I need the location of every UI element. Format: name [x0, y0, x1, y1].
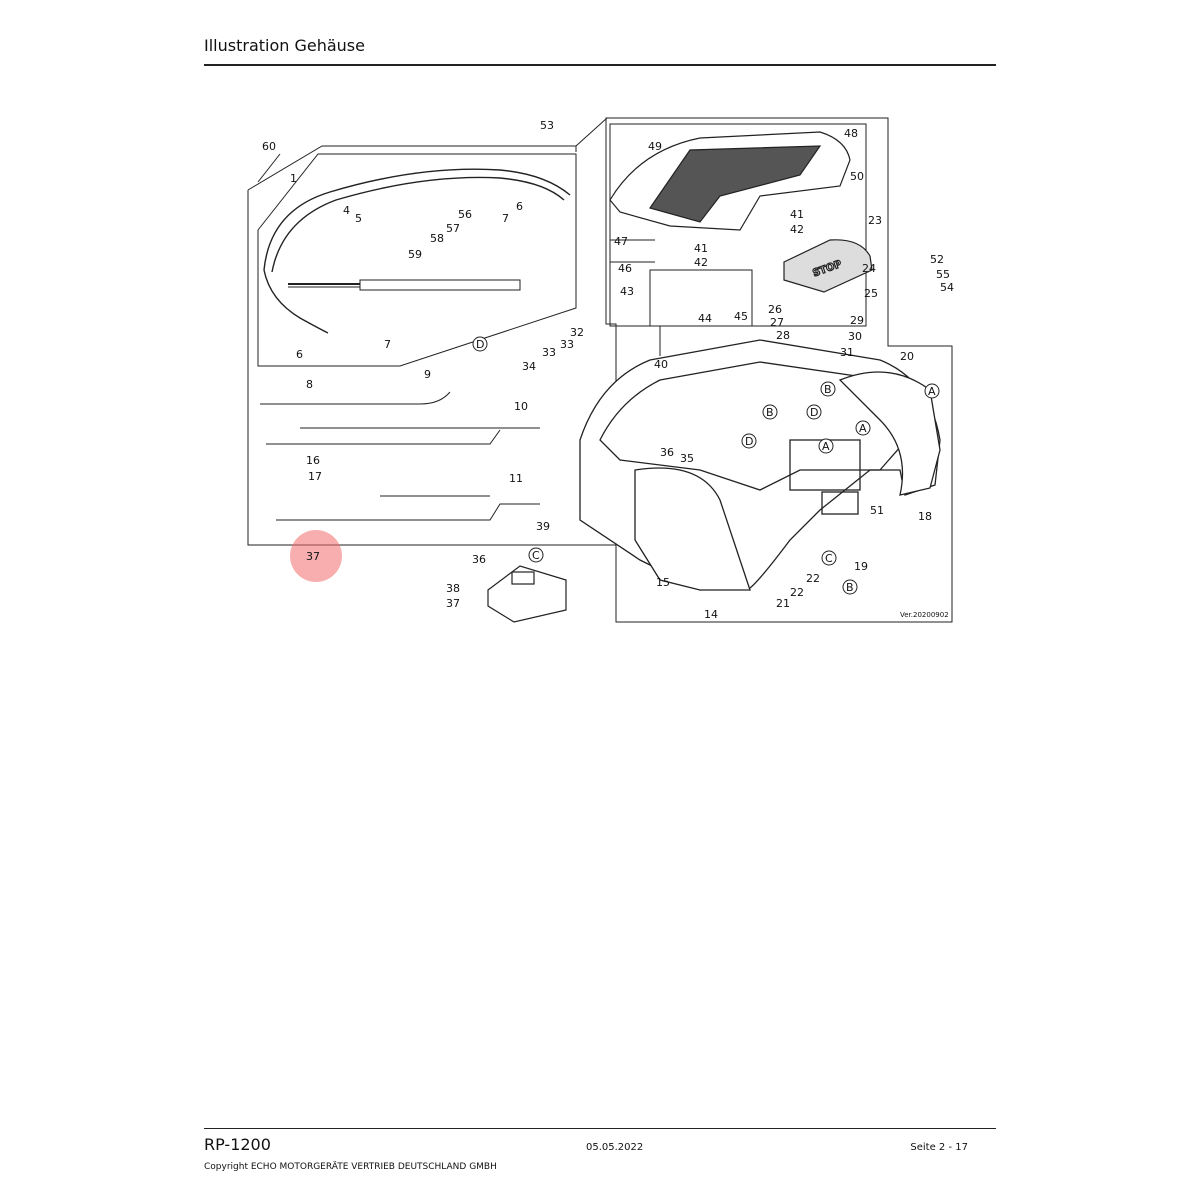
part-21: 23 — [868, 214, 882, 227]
part-57: 57 — [446, 222, 460, 235]
part-45: 45 — [734, 310, 748, 323]
callout-a-2: A — [859, 422, 867, 435]
callout-d-1: D — [476, 338, 484, 351]
callout-a-1: A — [822, 440, 830, 453]
part-23: 25 — [864, 287, 878, 300]
part-28: 30 — [848, 330, 862, 343]
part-labels: 60 1 4 5 6 7 56 57 58 59 6 7 8 9 10 11 1… — [262, 119, 954, 621]
part-12: 14 — [704, 608, 718, 621]
frame-group-60 — [247, 145, 577, 191]
page-title: Illustration Gehäuse — [204, 36, 365, 55]
page-header: Illustration Gehäuse — [204, 36, 996, 66]
part-6b: 6 — [296, 348, 303, 361]
callout-b-2: B — [824, 383, 832, 396]
part-56: 56 — [458, 208, 472, 221]
highlight-marker — [290, 530, 342, 582]
part-19: 21 — [776, 597, 790, 610]
cable-59 — [288, 279, 521, 291]
callout-c-2: C — [825, 552, 833, 565]
callout-a-3: A — [928, 385, 936, 398]
part-33: 35 — [680, 452, 694, 465]
exploded-parts-diagram: STOP 35 Ver.20200902 60 1 4 5 6 7 56 57 … — [247, 117, 954, 623]
callout-d-2: D — [745, 435, 753, 448]
part-59: 59 — [408, 248, 422, 261]
part-43: 43 — [620, 285, 634, 298]
part-55: 55 — [936, 268, 950, 281]
part-11: 11 — [509, 472, 523, 485]
part-14: 16 — [306, 454, 320, 467]
part-4: 4 — [343, 204, 350, 217]
part-41b: 41 — [694, 242, 708, 255]
part-42b: 42 — [694, 256, 708, 269]
part-20b: 22 — [790, 586, 804, 599]
model-name: RP-1200 — [204, 1135, 271, 1154]
part-39: 39 — [536, 520, 550, 533]
part-8: 8 — [306, 378, 313, 391]
callout-c-1: C — [532, 549, 540, 562]
part-25: 27 — [770, 316, 784, 329]
part-52: 52 — [930, 253, 944, 266]
stop-button: STOP — [783, 239, 873, 293]
callout-letters: D C D B B D A A A C B — [476, 338, 936, 594]
part-48: 48 — [844, 127, 858, 140]
part-5: 5 — [355, 212, 362, 225]
part-38: 38 — [446, 582, 460, 595]
part-34: 36 — [660, 446, 674, 459]
part-47: 47 — [614, 235, 628, 248]
frame-group-1 — [257, 153, 577, 367]
trim-strip — [263, 168, 571, 334]
part-20: 22 — [806, 572, 820, 585]
part-6: 6 — [516, 200, 523, 213]
part-54: 54 — [940, 281, 954, 294]
housing-body — [579, 339, 941, 591]
part-51: 51 — [870, 504, 884, 517]
callout-b-1: B — [766, 406, 774, 419]
part-9: 9 — [424, 368, 431, 381]
part-1: 1 — [290, 172, 297, 185]
part-13: 15 — [656, 576, 670, 589]
part-29: 31 — [840, 346, 854, 359]
frame-group-40 — [609, 123, 867, 327]
part-15: 17 — [308, 470, 322, 483]
part-36: 36 — [472, 553, 486, 566]
part-44: 44 — [698, 312, 712, 325]
part-42: 42 — [790, 223, 804, 236]
part-26: 28 — [776, 329, 790, 342]
top-cover — [609, 131, 851, 231]
part-41: 41 — [790, 208, 804, 221]
part-16: 18 — [918, 510, 932, 523]
cable-harness — [260, 239, 655, 521]
part-17: 19 — [854, 560, 868, 573]
part-10: 10 — [514, 400, 528, 413]
callout-d-3: D — [810, 406, 818, 419]
part-31b: 33 — [560, 338, 574, 351]
part-30: 32 — [570, 326, 584, 339]
part-18: 20 — [900, 350, 914, 363]
part-46: 46 — [618, 262, 632, 275]
part-35: 37 — [306, 550, 320, 563]
copyright-notice: Copyright ECHO MOTORGERÄTE VERTRIEB DEUT… — [204, 1162, 497, 1172]
callouts — [472, 336, 940, 595]
part-37: 37 — [446, 597, 460, 610]
frame-group-43 — [649, 269, 753, 327]
part-40: 40 — [654, 358, 668, 371]
version-label: Ver.20200902 — [900, 611, 949, 619]
part-50: 50 — [850, 170, 864, 183]
part-53: 53 — [540, 119, 554, 132]
part-49: 49 — [648, 140, 662, 153]
part-32: 34 — [522, 360, 536, 373]
part-27: 29 — [850, 314, 864, 327]
print-date: 05.05.2022 — [586, 1142, 644, 1153]
callout-b-3: B — [846, 581, 854, 594]
part-58: 58 — [430, 232, 444, 245]
page-number: Seite 2 - 17 — [910, 1142, 968, 1153]
part-22: 24 — [862, 262, 876, 275]
part-7b: 7 — [384, 338, 391, 351]
part-31: 33 — [542, 346, 556, 359]
part-60: 60 — [262, 140, 276, 153]
part-24: 26 — [768, 303, 782, 316]
page-footer: RP-1200 05.05.2022 Seite 2 - 17 Copyrigh… — [204, 1128, 996, 1172]
battery-box — [487, 565, 567, 623]
part-7: 7 — [502, 212, 509, 225]
